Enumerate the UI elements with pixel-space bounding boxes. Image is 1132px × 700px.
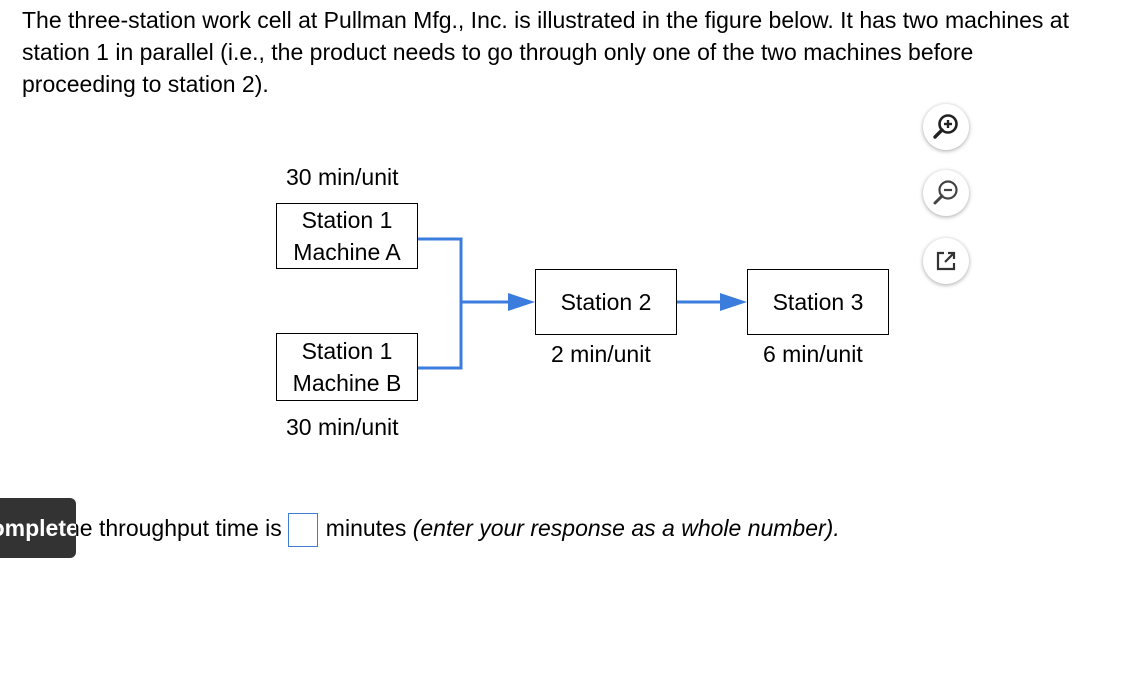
arrow-to-station3-head: [720, 293, 747, 311]
throughput-time-input[interactable]: [287, 512, 318, 547]
station2-rate: 2 min/unit: [551, 341, 651, 367]
complete-button-label: Complete: [0, 515, 76, 541]
station3-box: Station 3: [747, 269, 889, 335]
station3-rate: 6 min/unit: [763, 341, 863, 367]
station1-machine-a-box: Station 1 Machine A: [276, 203, 418, 269]
connector-arrows: [418, 237, 747, 370]
answer-prefix: he throughput time is: [67, 515, 282, 541]
work-cell-diagram: 30 min/unit Station 1 Machine A Station …: [276, 164, 889, 440]
arrow-to-station2-head: [508, 293, 535, 311]
station1b-rate: 30 min/unit: [286, 414, 399, 440]
answer-sentence: he throughput time is minutes (enter your…: [67, 505, 840, 551]
question-text: The three-station work cell at Pullman M…: [22, 7, 1069, 97]
answer-instruction: (enter your response as a whole number).: [412, 515, 840, 541]
complete-button[interactable]: Complete: [0, 498, 76, 558]
station2-box: Station 2: [535, 269, 677, 335]
station1a-rate: 30 min/unit: [286, 164, 399, 190]
station1-machine-b-box: Station 1 Machine B: [276, 333, 418, 401]
station1b-line2: Machine B: [292, 370, 402, 396]
station1a-line2: Machine A: [293, 239, 401, 265]
zoom-out-icon: [933, 180, 958, 205]
zoom-in-button[interactable]: [923, 104, 969, 150]
station1a-line1: Station 1: [301, 207, 393, 233]
station3-label: Station 3: [772, 289, 864, 315]
zoom-in-icon: [933, 114, 958, 139]
merge-connector: [418, 237, 463, 370]
answer-line: Complete he throughput time is minutes (e…: [0, 498, 1100, 558]
station1b-line1: Station 1: [301, 338, 393, 364]
expand-button[interactable]: [923, 238, 969, 284]
zoom-out-button[interactable]: [923, 170, 969, 216]
answer-units: minutes: [325, 515, 407, 541]
station2-label: Station 2: [560, 289, 652, 315]
expand-icon: [936, 251, 956, 271]
